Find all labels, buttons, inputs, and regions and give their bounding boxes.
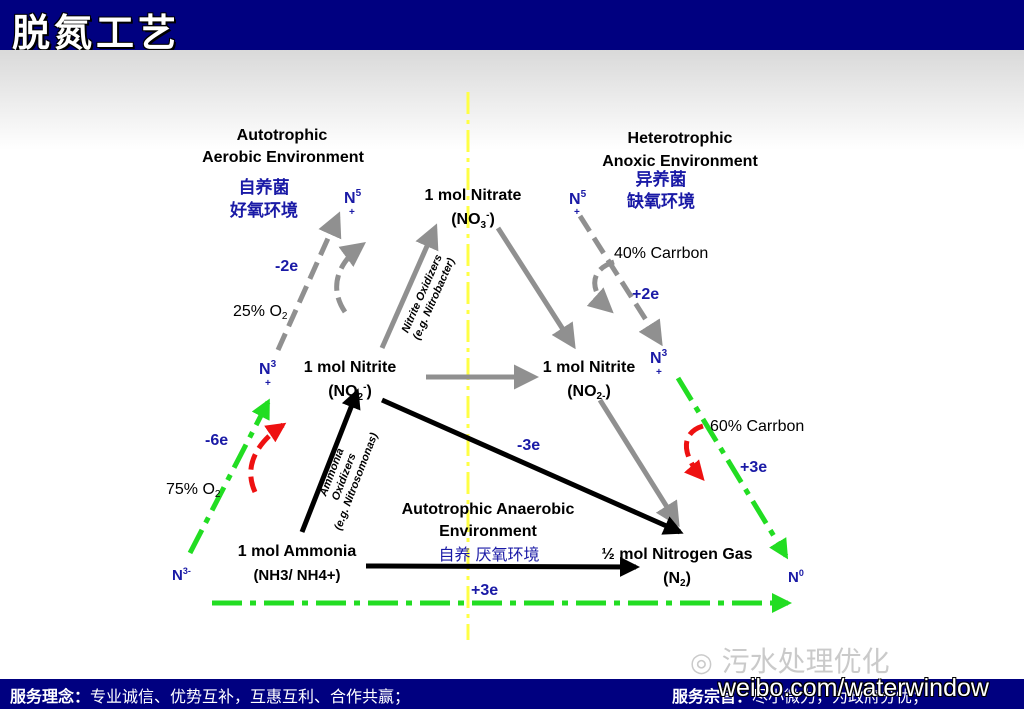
electron-plus-3e-right: +3e — [740, 459, 767, 476]
gray-arrow-n5-to-n3 — [577, 214, 663, 347]
heterotrophic-anoxic-cn2: 缺氧环境 — [627, 191, 695, 212]
nitrate-label: 1 mol Nitrate — [425, 187, 522, 204]
autotrophic-aerobic-cn1: 自养菌 — [239, 177, 290, 198]
footer-bar — [0, 679, 1024, 709]
gray-arrow-n3-to-n5 — [275, 211, 342, 352]
footer-left: 服务理念：专业诚信、优势互补，互惠互利、合作共赢； — [10, 683, 410, 707]
oxygen-75-label: 75% O2 — [166, 481, 221, 500]
nitrite-right-formula: (NO2-) — [567, 383, 611, 402]
n5-left-sign: + — [349, 207, 355, 218]
nitrate-formula: (NO3-) — [451, 210, 495, 231]
n3-right-sign: + — [656, 367, 662, 378]
nitrite-right-label: 1 mol Nitrite — [543, 359, 636, 376]
electron-plus-2e: +2e — [632, 286, 659, 303]
heterotrophic-anoxic-subtitle: Anoxic Environment — [602, 153, 758, 170]
footer-left-text: 专业诚信、优势互补，互惠互利、合作共赢； — [90, 687, 411, 706]
n5-right-sign: + — [574, 207, 580, 218]
ammonia-formula: (NH3/ NH4+) — [253, 567, 340, 584]
weibo-url: weibo.com/waterwindow — [718, 674, 989, 702]
ammonia-label: 1 mol Ammonia — [238, 543, 357, 560]
autotrophic-anaerobic-subtitle: Environment — [439, 523, 537, 540]
n3-left-sign: + — [265, 378, 271, 389]
footer-right-text: 尽小微力，为政府分忧； — [752, 687, 929, 706]
nitrite-left-formula: (NO2-) — [328, 382, 372, 403]
autotrophic-aerobic-cn2: 好氧环境 — [229, 200, 298, 221]
arrow-ammonia-to-nitrite — [299, 388, 361, 533]
curved-arrow-o2-left — [334, 242, 367, 314]
electron-minus-2e: -2e — [275, 258, 298, 275]
n0-label: N0 — [788, 568, 804, 586]
curved-arrow-carbon-red — [683, 423, 705, 482]
autotrophic-aerobic-subtitle: Aerobic Environment — [202, 149, 364, 166]
nitrogen-gas-formula: (N2) — [663, 570, 691, 589]
n5-left-label: N5 — [344, 188, 362, 207]
electron-plus-3e-bottom: +3e — [471, 582, 498, 599]
heterotrophic-anoxic-cn1: 异养菌 — [636, 169, 687, 190]
autotrophic-anaerobic-cn: 自养 厌氧环境 — [438, 545, 539, 564]
electron-minus-3e: -3e — [517, 437, 540, 454]
nitrite-left-label: 1 mol Nitrite — [304, 359, 397, 376]
weibo-name: 污水处理优化 — [721, 645, 890, 678]
title-bar: 脱氮工艺 — [0, 0, 1024, 55]
n3-right-label: N3 — [650, 348, 668, 367]
carbon-60-label: 60% Carrbon — [710, 418, 804, 435]
page-title: 脱氮工艺 — [12, 11, 181, 55]
weibo-logo-icon: ◎ — [690, 648, 713, 678]
electron-minus-6e: -6e — [205, 432, 228, 449]
curved-arrow-carbon-top — [586, 259, 615, 314]
curved-arrow-o2-red — [248, 422, 287, 494]
n5-right-label: N5 — [569, 189, 587, 208]
carbon-40-label: 40% Carrbon — [614, 245, 708, 262]
heterotrophic-anoxic-title: Heterotrophic — [628, 130, 733, 147]
header-gradient — [0, 50, 1024, 150]
n3-minus-label: N3- — [172, 566, 191, 584]
autotrophic-anaerobic-title: Autotrophic Anaerobic — [402, 501, 575, 518]
arrow-nitrite-to-nitrogen-anammox — [380, 397, 684, 535]
arrow-ammonia-to-nitrogen — [365, 556, 640, 577]
green-arrow-n3plus-to-n0 — [675, 376, 789, 560]
oxygen-25-label: 25% O2 — [233, 303, 288, 322]
footer-right: 服务宗旨：尽小微力，为政府分忧； — [672, 683, 928, 707]
green-arrow-n3minus-to-n3plus — [187, 398, 271, 555]
arrow-nitrite-to-nitrate — [379, 223, 439, 350]
arrow-nitrate-to-nitrite — [495, 226, 576, 350]
footer-right-label: 服务宗旨： — [672, 687, 753, 706]
weibo-watermark: ◎ 污水处理优化 — [690, 640, 890, 680]
autotrophic-aerobic-title: Autotrophic — [237, 127, 328, 144]
nitrogen-gas-label: ½ mol Nitrogen Gas — [601, 546, 752, 563]
footer-left-label: 服务理念： — [10, 687, 91, 706]
arrow-nitrite-to-nitrogen — [597, 398, 680, 528]
n3-left-label: N3 — [259, 359, 277, 378]
